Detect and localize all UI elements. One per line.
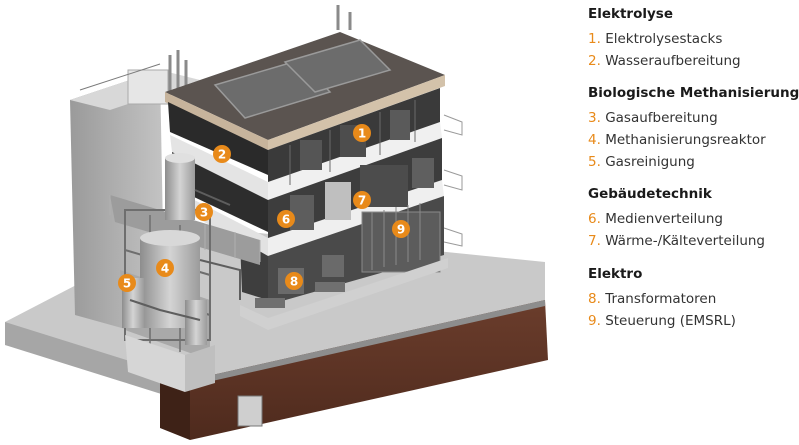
legend-item-label: Gasreinigung: [605, 154, 695, 170]
legend-item-number: 5.: [588, 154, 601, 170]
svg-text:2: 2: [218, 148, 226, 162]
legend-item-5: 5. Gasreinigung: [588, 154, 695, 170]
legend-item-label: Transformatoren: [605, 291, 717, 307]
legend-item-6: 6. Medienverteilung: [588, 211, 723, 227]
legend-item-number: 6.: [588, 211, 601, 227]
main-building: [165, 32, 463, 330]
svg-text:1: 1: [358, 127, 366, 141]
legend-item-label: Wasseraufbereitung: [605, 53, 741, 69]
legend-item-number: 9.: [588, 313, 601, 329]
marker-8: 8: [285, 272, 303, 290]
legend-item-3: 3. Gasaufbereitung: [588, 110, 718, 126]
legend-group-title-biologische-methanisierung: Biologische Methanisierung: [588, 85, 799, 101]
legend-item-2: 2. Wasseraufbereitung: [588, 53, 741, 69]
marker-2: 2: [213, 145, 231, 163]
legend-item-number: 8.: [588, 291, 601, 307]
marker-7: 7: [353, 191, 371, 209]
svg-text:7: 7: [358, 194, 366, 208]
svg-text:8: 8: [290, 275, 298, 289]
legend-item-4: 4. Methanisierungsreaktor: [588, 132, 766, 148]
legend-item-9: 9. Steuerung (EMSRL): [588, 313, 736, 329]
legend-item-number: 7.: [588, 233, 601, 249]
marker-3: 3: [195, 203, 213, 221]
legend-item-number: 2.: [588, 53, 601, 69]
legend-group-title-gebaeudetechnik: Gebäudetechnik: [588, 186, 712, 202]
marker-4: 4: [156, 259, 174, 277]
legend-group-title-elektrolyse: Elektrolyse: [588, 6, 673, 22]
building-cutaway-illustration: 1 2 3 4 5 6 7 8 9: [5, 5, 548, 440]
legend-item-label: Gasaufbereitung: [605, 110, 718, 126]
legend-item-7: 7. Wärme-/Kälteverteilung: [588, 233, 765, 249]
legend-item-label: Medienverteilung: [605, 211, 723, 227]
marker-1: 1: [353, 124, 371, 142]
marker-6: 6: [277, 210, 295, 228]
legend-item-label: Steuerung (EMSRL): [605, 313, 736, 329]
svg-text:9: 9: [397, 223, 405, 237]
svg-text:5: 5: [123, 277, 131, 291]
legend-item-label: Wärme-/Kälteverteilung: [605, 233, 765, 249]
legend-item-label: Methanisierungsreaktor: [605, 132, 766, 148]
marker-5: 5: [118, 274, 136, 292]
legend-item-number: 1.: [588, 31, 601, 47]
legend: Elektrolyse 1. Elektrolysestacks 2. Wass…: [588, 0, 799, 445]
svg-text:4: 4: [161, 262, 169, 276]
legend-item-label: Elektrolysestacks: [605, 31, 723, 47]
svg-text:6: 6: [282, 213, 290, 227]
legend-group-title-elektro: Elektro: [588, 266, 643, 282]
legend-item-number: 4.: [588, 132, 601, 148]
legend-item-8: 8. Transformatoren: [588, 291, 716, 307]
svg-text:3: 3: [200, 206, 208, 220]
legend-item-number: 3.: [588, 110, 601, 126]
legend-item-1: 1. Elektrolysestacks: [588, 31, 722, 47]
marker-9: 9: [392, 220, 410, 238]
